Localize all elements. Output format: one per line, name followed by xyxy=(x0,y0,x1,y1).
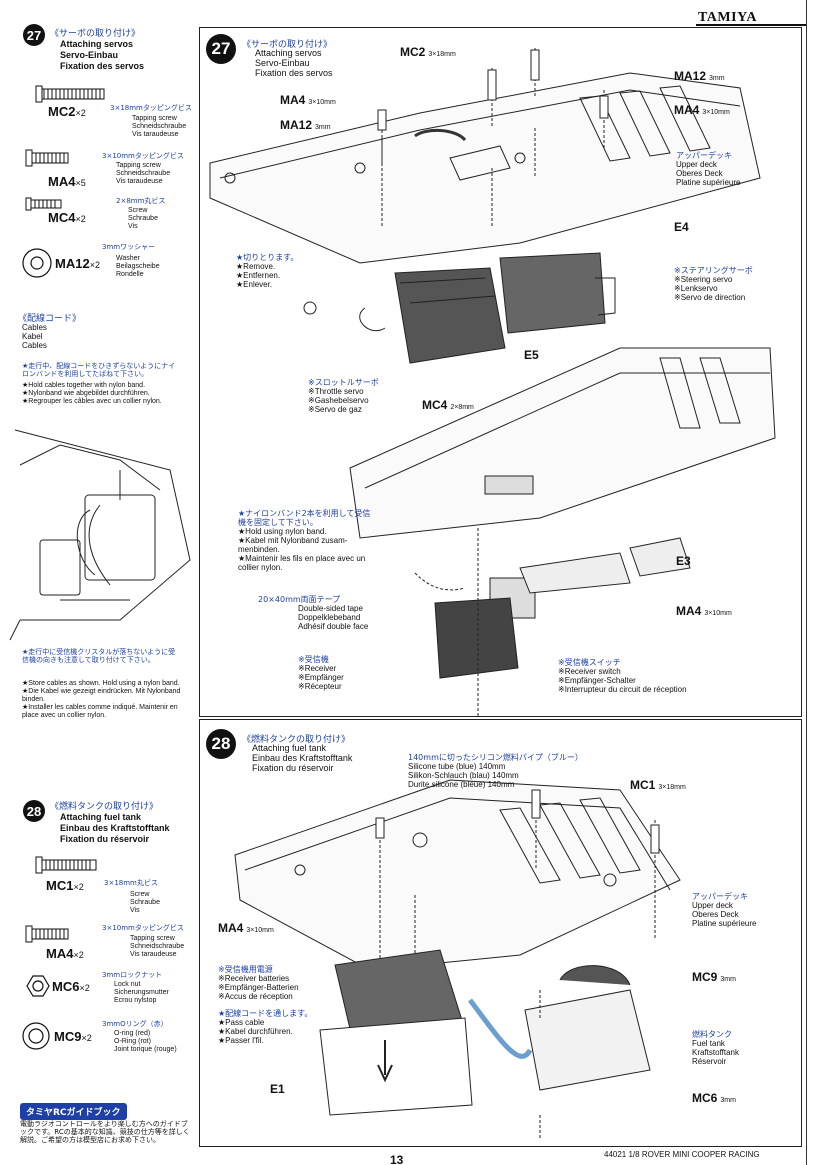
step-27-badge: 27 xyxy=(23,24,45,46)
ma4-screw-icon xyxy=(25,149,69,167)
panel-27-steering-servo: ※ステアリングサーボ ※Steering servo※Lenkservo※Ser… xyxy=(674,266,753,302)
sidebar-part-mc1-code: MC1×2 xyxy=(46,878,84,893)
sidebar-part-mc6-jp: 3mmロックナット xyxy=(102,971,163,979)
panel-27-throttle-servo: ※スロットルサーボ ※Throttle servo※Gashebelservo※… xyxy=(308,378,379,414)
step-27-title-fr: Fixation des servos xyxy=(60,61,145,71)
panel-27-e4-label: E4 xyxy=(674,220,689,234)
step-28-badge: 28 xyxy=(23,800,45,822)
header-rule xyxy=(696,24,806,26)
sidebar-part-ma4-code: MA4×5 xyxy=(48,174,86,189)
step-28-title-en: Attaching fuel tank xyxy=(60,812,142,822)
sidebar-part-mc9-desc: O-ring (red)O-Ring (rot)Joint torique (r… xyxy=(114,1030,177,1053)
panel-27-title-jp: 《サーボの取り付け》 xyxy=(242,40,333,50)
page-number: 13 xyxy=(390,1153,404,1165)
panel-27-e5-label: E5 xyxy=(524,348,539,362)
panel-27-nylon-band-note: ★ナイロンバンド2本を利用して受信機を固定して下さい。 ★Hold using … xyxy=(238,509,371,572)
step-27-title-jp: 《サーボの取り付け》 xyxy=(50,29,141,39)
step-27-title-en: Attaching servos xyxy=(60,39,134,49)
step-27-title-de: Servo-Einbau xyxy=(60,50,119,60)
sidebar-part-ma4b-code: MA4×2 xyxy=(46,946,84,961)
step-28-title-jp: 《燃料タンクの取り付け》 xyxy=(50,802,159,812)
sidebar-part-ma4b-jp: 3×10mmタッピングビス xyxy=(102,924,184,932)
sidebar-part-mc4-code: MC4×2 xyxy=(48,210,86,225)
sidebar-part-ma12-code: MA12×2 xyxy=(55,256,100,271)
mc9-oring-icon xyxy=(22,1022,50,1050)
sidebar-part-mc2-code: MC2×2 xyxy=(48,104,86,119)
ma4b-screw-icon xyxy=(25,925,69,943)
sidebar-part-mc6-code: MC6×2 xyxy=(52,979,90,994)
mc1-screw-icon xyxy=(35,856,97,874)
page-right-border xyxy=(806,0,807,1165)
guide-badge: タミヤRCガイドブック xyxy=(20,1103,127,1120)
sidebar-part-ma4-jp: 3×10mmタッピングビス xyxy=(102,152,184,160)
guide-text: 電動ラジオコントロールをより楽しむ方へのガイドブックです。RCの基本的な知識、競… xyxy=(20,1120,190,1144)
crystal-note-jp: ★走行中に受信機クリスタルが落ちないように受信機の向きも注意して取り付けて下さい… xyxy=(22,648,176,664)
brand-logo: TAMIYA xyxy=(698,10,758,25)
panel-27-e3-label: E3 xyxy=(676,554,691,568)
panel-27-receiver-switch: ※受信機スイッチ ※Receiver switch※Empfänger-Scha… xyxy=(558,658,687,694)
step-28-title-fr: Fixation du réservoir xyxy=(60,834,150,844)
cables-notes: ★Hold cables together with nylon band.★N… xyxy=(22,382,162,405)
mc2-screw-icon xyxy=(35,85,105,103)
sidebar-part-mc9-code: MC9×2 xyxy=(54,1029,92,1044)
sidebar-part-ma12-jp: 3mmワッシャー xyxy=(102,243,156,251)
panel-28-badge: 28 xyxy=(206,729,236,759)
panel-27-receiver: ※受信機 ※Receiver※Empfänger※Récepteur xyxy=(298,655,344,691)
step-27-assembly-drawing xyxy=(209,48,776,718)
sidebar-part-mc1-jp: 3×18mm丸ビス xyxy=(104,879,158,887)
ma12-washer-icon xyxy=(22,248,52,278)
footer-model-name: 44021 1/8 ROVER MINI COOPER RACING xyxy=(604,1150,760,1159)
step-28-assembly-drawing xyxy=(234,779,681,1140)
panel-28-e1-label: E1 xyxy=(270,1082,285,1096)
step-28-title-de: Einbau des Kraftstofftank xyxy=(60,823,170,833)
sidebar-part-mc2-jp: 3×18mmタッピングビス xyxy=(110,104,192,112)
cables-title-jp: 《配線コード》 xyxy=(18,314,82,324)
cable-sketch-drawing xyxy=(9,429,191,641)
panel-27-remove-note: ★切りとります。 ★Remove.★Entfernen.★Enlever. xyxy=(236,253,299,289)
panel-28-title-jp: 《燃料タンクの取り付け》 xyxy=(242,735,351,745)
sidebar-part-mc4-jp: 2×8mm丸ビス xyxy=(116,197,166,205)
panel-28-pass-cable: ★配線コードを通します。 ★Pass cable★Kabel durchführ… xyxy=(218,1009,313,1045)
panel-28-battery: ※受信機用電源 ※Receiver batteries※Empfänger-Ba… xyxy=(218,965,299,1001)
crystal-notes: ★Store cables as shown. Hold using a nyl… xyxy=(22,680,181,719)
cables-note-jp: ★走行中、配線コードをひきずらないようにナイロンバンドを利用してたばねて下さい。 xyxy=(22,362,176,378)
mc4-screw-icon xyxy=(25,197,62,211)
mc6-nut-icon xyxy=(26,975,50,997)
panel-27-badge: 27 xyxy=(206,34,236,64)
panel-28-pipe-note: 140mmに切ったシリコン燃料パイプ（ブルー） Silicone tube (b… xyxy=(408,753,583,789)
sidebar-part-mc9-jp: 3mmOリング（赤） xyxy=(102,1020,168,1028)
